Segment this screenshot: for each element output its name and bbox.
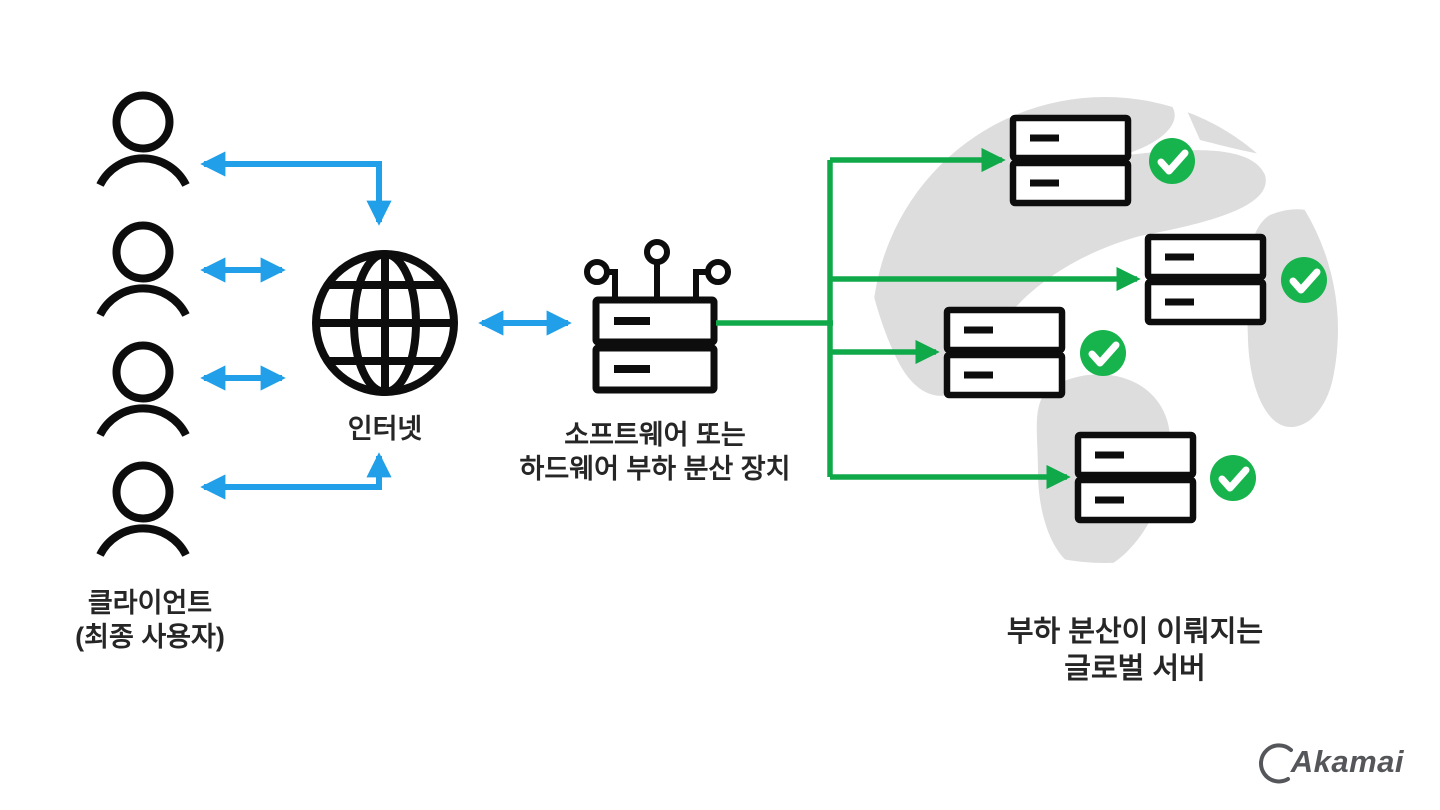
person-icon — [96, 341, 190, 437]
check-circle-icon — [1080, 330, 1126, 376]
blue-arrows — [200, 151, 572, 500]
akamai-arc-icon — [1258, 743, 1293, 784]
server-stack-icon — [1144, 233, 1267, 326]
check-circle-icon — [1210, 455, 1256, 501]
check-circle-icon — [1281, 257, 1327, 303]
global-server-group — [943, 114, 1267, 524]
globe-grid-icon — [312, 250, 458, 396]
check-circle-icon — [1149, 138, 1195, 184]
person-icon — [96, 461, 190, 557]
green-distribution-lines — [716, 147, 1141, 490]
person-icon — [96, 221, 190, 317]
akamai-logo-text: Akamai — [1290, 744, 1404, 779]
person-icon — [96, 91, 190, 187]
client-group — [96, 91, 190, 557]
client4-internet-arrow — [200, 452, 392, 500]
akamai-logo: Akamai — [1255, 736, 1404, 788]
check-badge-group — [1080, 138, 1327, 501]
server-network-icon — [584, 239, 731, 394]
client1-internet-arrow — [200, 151, 392, 226]
server-stack-icon — [1074, 431, 1197, 524]
server-stack-icon — [943, 306, 1066, 399]
server-stack-icon — [1009, 114, 1132, 207]
